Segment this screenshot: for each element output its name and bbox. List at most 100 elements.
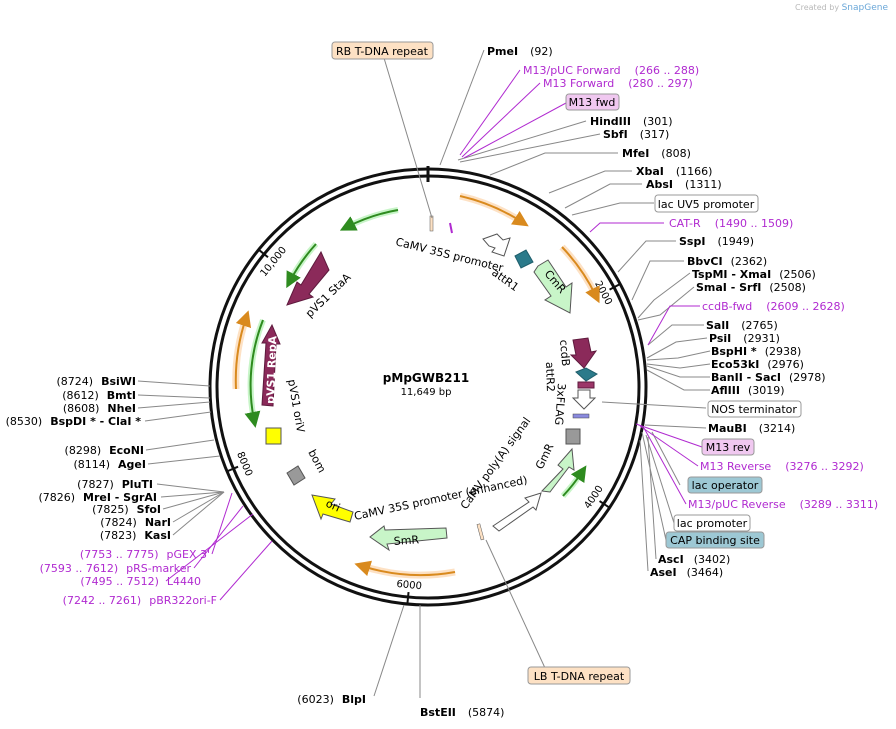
leader-hindiii [457, 120, 587, 161]
leader-blpi [373, 604, 405, 697]
green-arc-1 [345, 207, 399, 230]
site-banii: BanII - SacI(2978) [711, 371, 826, 384]
lac-operator-box [687, 476, 763, 494]
attr2-block [577, 381, 595, 389]
leader-lacop [651, 431, 681, 486]
site-afliii: AflIII(3019) [711, 384, 785, 397]
small-marker-3 [449, 222, 453, 234]
site-labels-right: PmeI(92) HindIII(301) SbfI(317) MfeI(808… [420, 45, 826, 719]
small-marker-1 [429, 215, 434, 232]
site-absi: AbsI(1311) [646, 178, 722, 191]
3xflag-block [572, 413, 590, 419]
leader-eco53ki [646, 363, 711, 369]
site-clai: (8530)BspDI * - ClaI * [6, 415, 142, 428]
leader-xbai [548, 170, 632, 194]
3xflag-arrow [571, 389, 597, 410]
nos-label: NOS terminator [711, 403, 797, 416]
leader-absi [564, 183, 642, 209]
feature-gmr-label: GmR [533, 441, 557, 471]
attr1-shape [514, 249, 534, 269]
leader-m13puc-fwd [459, 69, 521, 156]
rb-tdna-label: RB T-DNA repeat [336, 45, 429, 58]
tick-mark-4 [258, 248, 269, 259]
leader-m13-fwd [461, 82, 541, 158]
orf-arc-1 [459, 192, 524, 225]
leader-asei [639, 439, 649, 572]
site-psii: PsiI(2931) [709, 332, 780, 345]
ori-arrow [311, 494, 354, 523]
green-arc-3-line [244, 319, 264, 428]
tick-mark-1 [598, 500, 611, 509]
green-arc-2-line [286, 243, 317, 289]
site-asci: AscI(3402) [658, 553, 730, 566]
site-bsiwi: (8724)BsiWI [56, 375, 136, 388]
leader-rb-tdna [383, 57, 433, 219]
primer-ccdb-fwd: ccdB-fwd(2609 .. 2628) [702, 300, 845, 313]
primer-pbr322ori-f: (7242 .. 7261)pBR322ori-F [63, 594, 217, 607]
primer-m13puc-fwd: M13/pUC Forward(266 .. 288) [523, 64, 699, 77]
tick-mark-3 [226, 465, 239, 473]
gmr-arrow [540, 447, 575, 493]
lac-promoter-label: lac promoter [677, 517, 748, 530]
site-nhei: (8608)NheI [63, 402, 136, 415]
snapgene-credit: Created by SnapGene [795, 3, 888, 13]
site-bmti: (8612)BmtI [62, 389, 136, 402]
backbone [208, 166, 648, 607]
feature-attr2-label: attR2 [543, 362, 557, 392]
plasmid-size: 11,649 bp [401, 387, 452, 398]
leader-m13fwd-box [463, 102, 567, 159]
snapgene-logo: SnapGene [841, 3, 888, 13]
m13-rev-box [701, 438, 755, 456]
leader-tspmi [637, 272, 691, 319]
leader-pmei [439, 49, 485, 166]
cap-box [665, 531, 765, 549]
site-eco53ki: Eco53kI(2976) [711, 358, 804, 371]
m13-rev-label: M13 rev [706, 441, 751, 454]
site-bsteii: BstEII(5874) [420, 706, 504, 719]
site-sfoi: (7825)SfoI [92, 503, 161, 516]
green-arc-1-line [339, 209, 399, 231]
pvs1-repa-arrow [261, 323, 281, 407]
site-mfei: MfeI(808) [622, 147, 691, 160]
leader-cap [641, 431, 667, 541]
site-xbai: XbaI(1166) [636, 165, 712, 178]
tick-mark-2 [406, 591, 410, 605]
primer-m13puc-reverse: M13/pUC Reverse(3289 .. 3311) [688, 498, 878, 511]
site-sspi: SspI(1949) [679, 235, 754, 248]
leader-m13-reverse [639, 425, 699, 467]
site-nari: (7824)NarI [100, 516, 171, 529]
leader-sspi [617, 240, 676, 273]
leader-kasi [172, 491, 225, 536]
primer-labels: M13/pUC Forward(266 .. 288) M13 Forward(… [523, 64, 878, 511]
leader-bsiwi [137, 380, 211, 387]
site-pmei: PmeI(92) [487, 45, 553, 58]
leader-l4440 [165, 513, 254, 582]
tick-mark-0 [609, 283, 621, 291]
site-sbfi: SbfI(317) [603, 128, 669, 141]
boxed-labels: RB T-DNA repeat M13 fwd lac UV5 promoter… [331, 41, 802, 685]
orf-arc-3-line [354, 560, 456, 577]
primer-prs-marker: (7593 .. 7612)pRS-marker [40, 562, 192, 575]
leader-mfei [489, 152, 618, 176]
leader-afliii [646, 369, 710, 391]
leader-banii [646, 365, 710, 378]
orf-arcs [232, 192, 600, 579]
credit-prefix: Created by [795, 3, 840, 12]
lb-tdna-box [527, 666, 631, 685]
site-tspmi: TspMI - XmaI(2506) [692, 268, 816, 281]
leader-agei [147, 455, 221, 465]
feature-ccdb-label: ccdB [557, 339, 572, 367]
leader-lines [137, 49, 711, 698]
site-labels-left: (6023)BlpI (7823)KasI (7824)NarI (7825)S… [6, 375, 366, 706]
leader-bsphi [646, 350, 711, 361]
site-sali: SalI(2765) [706, 319, 778, 332]
bom-box [286, 465, 306, 486]
site-econi: (8298)EcoNI [65, 444, 144, 457]
feature-bom-label: bom [305, 447, 328, 475]
site-kasi: (7823)KasI [100, 529, 171, 542]
leader-m13rev-box [635, 423, 703, 448]
leader-psii [646, 337, 708, 359]
orf-arc-2-line [561, 246, 600, 304]
green-arcs [244, 207, 587, 499]
